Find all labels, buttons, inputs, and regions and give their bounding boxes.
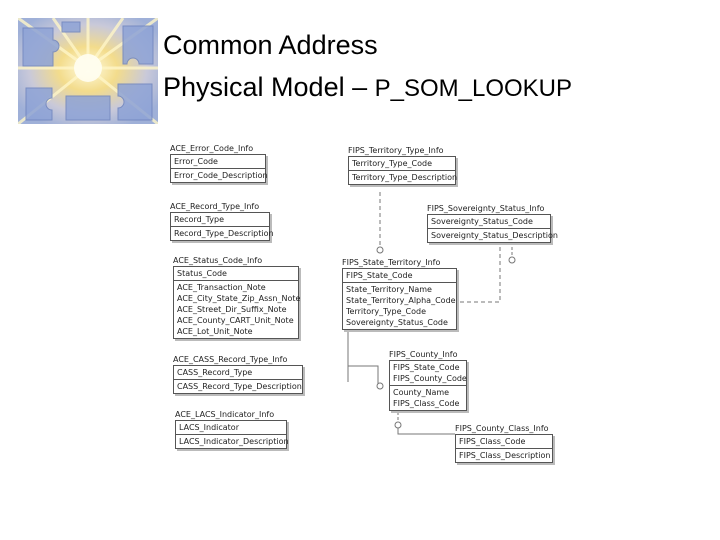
entity-box: LACS_Indicator LACS_Indicator_Descriptio… [175,420,289,449]
key-section: Status_Code [174,267,298,281]
key-attribute: Territory_Type_Code [352,159,433,168]
entity-name: ACE_LACS_Indicator_Info [175,410,275,419]
attribute-section: County_Name FIPS_Class_Code [390,386,466,410]
entity-name: ACE_Record_Type_Info [170,202,260,211]
page-title-line-2: Physical Model – P_SOM_LOOKUP [163,72,572,103]
attribute-section: CASS_Record_Type_Description [174,380,302,393]
attribute-section: Error_Code_Description [171,169,268,182]
key-attribute: Status_Code [177,269,227,278]
entity-name: ACE_Error_Code_Info [170,144,254,153]
key-attribute: FIPS_State_Code [393,363,460,372]
entity-box: Territory_Type_Code Territory_Type_Descr… [348,156,458,185]
entity-name: FIPS_County_Class_Info [455,424,549,433]
attribute: CASS_Record_Type_Description [177,382,302,391]
key-attribute: FIPS_State_Code [346,271,413,280]
entity-name: FIPS_County_Info [389,350,458,359]
attribute-section: Territory_Type_Description [349,171,458,184]
attribute: FIPS_Class_Description [459,451,551,460]
key-attribute: CASS_Record_Type [177,368,253,377]
attribute: Sovereignty_Status_Code [346,318,448,327]
attribute-section: Sovereignty_Status_Description [428,229,558,242]
attribute: Error_Code_Description [174,171,268,180]
attribute-section: LACS_Indicator_Description [176,435,289,448]
attribute-section: Record_Type_Description [171,227,274,240]
key-section: Sovereignty_Status_Code [428,215,550,229]
key-section: Territory_Type_Code [349,157,455,171]
entity-box: Sovereignty_Status_Code Sovereignty_Stat… [427,214,558,243]
key-section: FIPS_State_Code FIPS_County_Code [390,361,467,386]
entity-box: Error_Code Error_Code_Description [170,154,268,183]
key-attribute: Record_Type [174,215,225,224]
key-attribute: LACS_Indicator [179,423,239,432]
key-section: Record_Type [171,213,269,227]
key-attribute: Error_Code [174,157,218,166]
entity-name: ACE_Status_Code_Info [173,256,263,265]
attribute: ACE_Street_Dir_Suffix_Note [177,305,287,314]
key-attribute: FIPS_Class_Code [459,437,526,446]
entity-box: FIPS_State_Code FIPS_County_Code County_… [389,360,467,411]
key-section: FIPS_Class_Code [456,435,552,449]
entity-box: FIPS_Class_Code FIPS_Class_Description [455,434,553,463]
attribute: County_Name [393,388,450,397]
key-attribute: Sovereignty_Status_Code [431,217,533,226]
entity-box: Record_Type Record_Type_Description [170,212,274,241]
entity-box: FIPS_State_Code State_Territory_Name Sta… [342,268,457,330]
attribute: Territory_Type_Code [346,307,427,316]
title-model-name: P_SOM_LOOKUP [374,75,573,102]
attribute: Territory_Type_Description [352,173,458,182]
entity-name: FIPS_Sovereignty_Status_Info [427,204,545,213]
attribute: ACE_Transaction_Note [177,283,266,292]
attribute: FIPS_Class_Code [393,399,460,408]
key-attribute: FIPS_County_Code [393,374,467,383]
attribute: ACE_City_State_Zip_Assn_Note [177,294,301,303]
entity-name: FIPS_State_Territory_Info [342,258,441,267]
puzzle-logo-icon [18,18,158,124]
attribute-section: State_Territory_Name State_Territory_Alp… [343,283,456,329]
attribute: Record_Type_Description [174,229,274,238]
key-section: FIPS_State_Code [343,269,456,283]
attribute: State_Territory_Alpha_Code [346,296,456,305]
attribute: LACS_Indicator_Description [179,437,289,446]
key-section: LACS_Indicator [176,421,286,435]
attribute: ACE_County_CART_Unit_Note [177,316,294,325]
title-main: Physical Model – [163,72,375,102]
attribute-section: FIPS_Class_Description [456,449,552,462]
attribute: ACE_Lot_Unit_Note [177,327,253,336]
page-title-line-1: Common Address [163,30,378,60]
attribute: Sovereignty_Status_Description [431,231,558,240]
key-section: CASS_Record_Type [174,366,302,380]
attribute: State_Territory_Name [346,285,432,294]
entity-box: CASS_Record_Type CASS_Record_Type_Descri… [173,365,303,394]
entity-name: ACE_CASS_Record_Type_Info [173,355,288,364]
entity-box: Status_Code ACE_Transaction_Note ACE_Cit… [173,266,301,339]
key-section: Error_Code [171,155,265,169]
entity-name: FIPS_Territory_Type_Info [348,146,444,155]
attribute-section: ACE_Transaction_Note ACE_City_State_Zip_… [174,281,301,338]
